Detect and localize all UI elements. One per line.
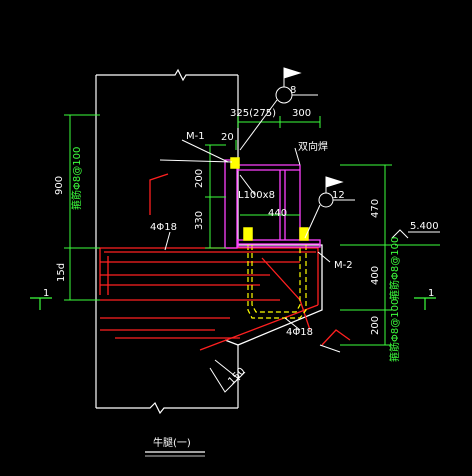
label-m1: M-1 (186, 131, 205, 142)
dim-400: 400 (370, 266, 381, 285)
weld-symbols (239, 67, 355, 239)
anchor-bolts (230, 157, 309, 241)
dim-20: 20 (221, 132, 234, 143)
drawing-title: 牛腿(一) (153, 436, 191, 449)
leader-lines (159, 139, 341, 393)
stirrup-right-upper: 箍筋Φ8@100 (388, 237, 401, 300)
dim-top-right: 300 (292, 108, 311, 119)
dim-top-left: 325(275) (230, 108, 276, 119)
stirrup-right-lower: 箍筋Φ8@100 (388, 299, 401, 362)
stirrup-left: 箍筋Φ8@100 (70, 147, 83, 210)
dim-330: 330 (194, 211, 205, 230)
dim-440: 440 (268, 208, 287, 219)
bar-bottom-label: 4Φ18 (286, 327, 313, 338)
corbel-outline (224, 244, 323, 346)
dim-200: 200 (194, 169, 205, 188)
weld-size-mid: 12 (332, 190, 345, 201)
elevation-marker (391, 229, 440, 239)
dim-200-lower: 200 (370, 316, 381, 335)
dimension-lines (64, 114, 440, 346)
label-angle: L100x8 (238, 190, 275, 201)
section-marks (30, 297, 436, 310)
stirrup-dashed (247, 245, 307, 319)
bar-top-label: 4Φ18 (150, 222, 177, 233)
dim-900: 900 (54, 176, 65, 195)
elevation-label: 5.400 (410, 221, 439, 232)
dim-15d: 15d (56, 263, 67, 282)
label-m2: M-2 (334, 260, 353, 271)
stiffener-note: 双向焊 (298, 140, 328, 153)
weld-size-top: 8 (290, 85, 296, 96)
section-mark-left: 1 (43, 288, 49, 299)
dim-470: 470 (370, 199, 381, 218)
section-mark-right: 1 (428, 288, 434, 299)
dim-150: 150 (226, 366, 247, 387)
